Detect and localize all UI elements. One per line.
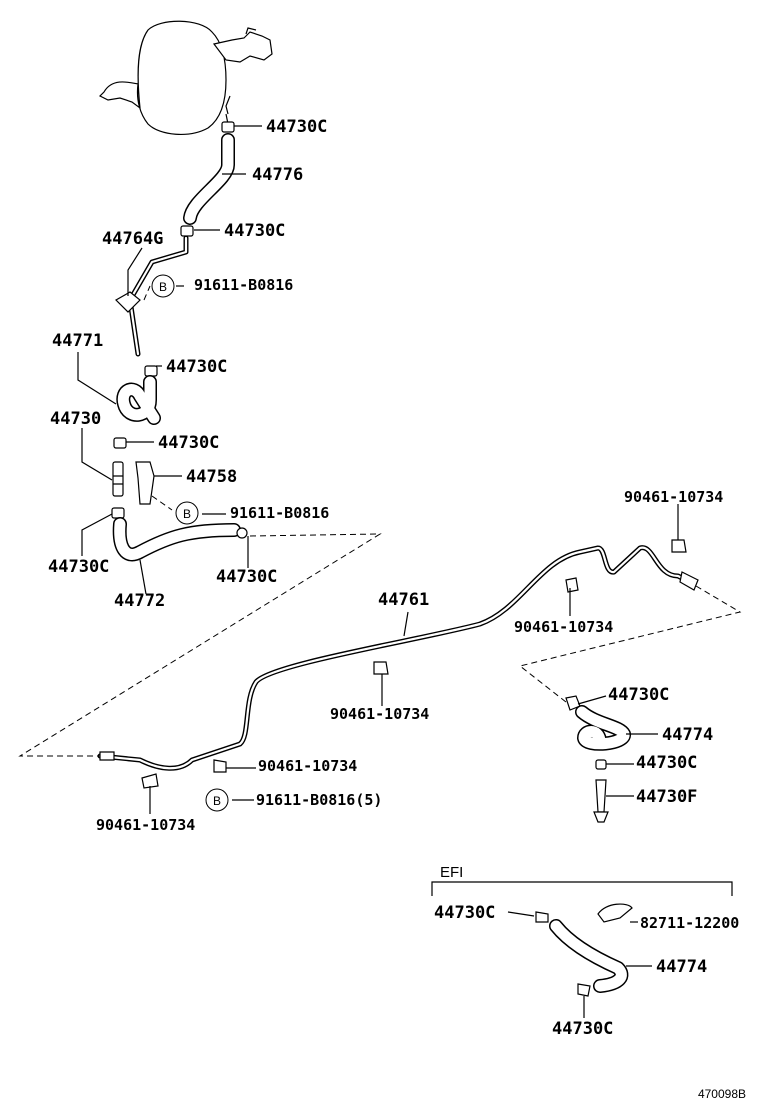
label-clip-1: 90461-10734 bbox=[624, 488, 723, 506]
pipe-clips bbox=[141, 539, 687, 789]
b-marker-2: B bbox=[175, 501, 199, 525]
label-clip-5: 90461-10734 bbox=[96, 816, 195, 834]
label-efi: EFI bbox=[440, 864, 463, 881]
label-bracket-44758: 44758 bbox=[186, 467, 237, 487]
label-clamp-6: 44730C bbox=[216, 567, 277, 587]
hose-44771 bbox=[116, 365, 161, 425]
efi-assembly bbox=[431, 881, 733, 997]
hose-44774-assembly bbox=[565, 695, 631, 823]
label-clamp-4: 44730C bbox=[158, 433, 219, 453]
label-efi-clamp-1: 44730C bbox=[434, 903, 495, 923]
label-clamp-2: 44730C bbox=[224, 221, 285, 241]
label-clamp-3: 44730C bbox=[166, 357, 227, 377]
label-clip-2: 90461-10734 bbox=[514, 618, 613, 636]
valve-assembly bbox=[111, 437, 248, 562]
label-hose-44776: 44776 bbox=[252, 165, 303, 185]
leader-lines bbox=[77, 125, 679, 1018]
figure-id: 470098B bbox=[698, 1087, 746, 1101]
label-clamp-7: 44730C bbox=[608, 685, 669, 705]
label-hose-44771: 44771 bbox=[52, 331, 103, 351]
label-clamp-5: 44730C bbox=[48, 557, 109, 577]
label-clip-4: 90461-10734 bbox=[258, 757, 357, 775]
top-hose-assembly bbox=[115, 121, 235, 357]
label-hose-44774: 44774 bbox=[662, 725, 713, 745]
label-efi-clamp-2: 44730C bbox=[552, 1019, 613, 1039]
label-efi-hose: 44774 bbox=[656, 957, 707, 977]
label-valve-44730: 44730 bbox=[50, 409, 101, 429]
label-hose-44772: 44772 bbox=[114, 591, 165, 611]
b-marker-3: B bbox=[205, 788, 229, 812]
label-bolt-2: 91611-B0816 bbox=[230, 504, 329, 522]
label-clamp-top: 44730C bbox=[266, 117, 327, 137]
b-marker-1: B bbox=[151, 274, 175, 298]
label-bolt-1: 91611-B0816 bbox=[194, 276, 293, 294]
brake-booster bbox=[98, 20, 273, 135]
label-bracket-44764g: 44764G bbox=[102, 229, 163, 249]
dashed-section-lines bbox=[18, 533, 742, 757]
svg-text:B: B bbox=[183, 507, 191, 521]
label-clip-3: 90461-10734 bbox=[330, 705, 429, 723]
svg-text:B: B bbox=[213, 794, 221, 808]
label-efi-clamp-bracket: 82711-12200 bbox=[640, 914, 739, 932]
label-pipe-44761: 44761 bbox=[378, 590, 429, 610]
pipe-44761 bbox=[97, 545, 699, 771]
svg-text:B: B bbox=[159, 280, 167, 294]
label-bolt-3: 91611-B0816(5) bbox=[256, 791, 382, 809]
label-fitting-44730f: 44730F bbox=[636, 787, 697, 807]
label-clamp-8: 44730C bbox=[636, 753, 697, 773]
